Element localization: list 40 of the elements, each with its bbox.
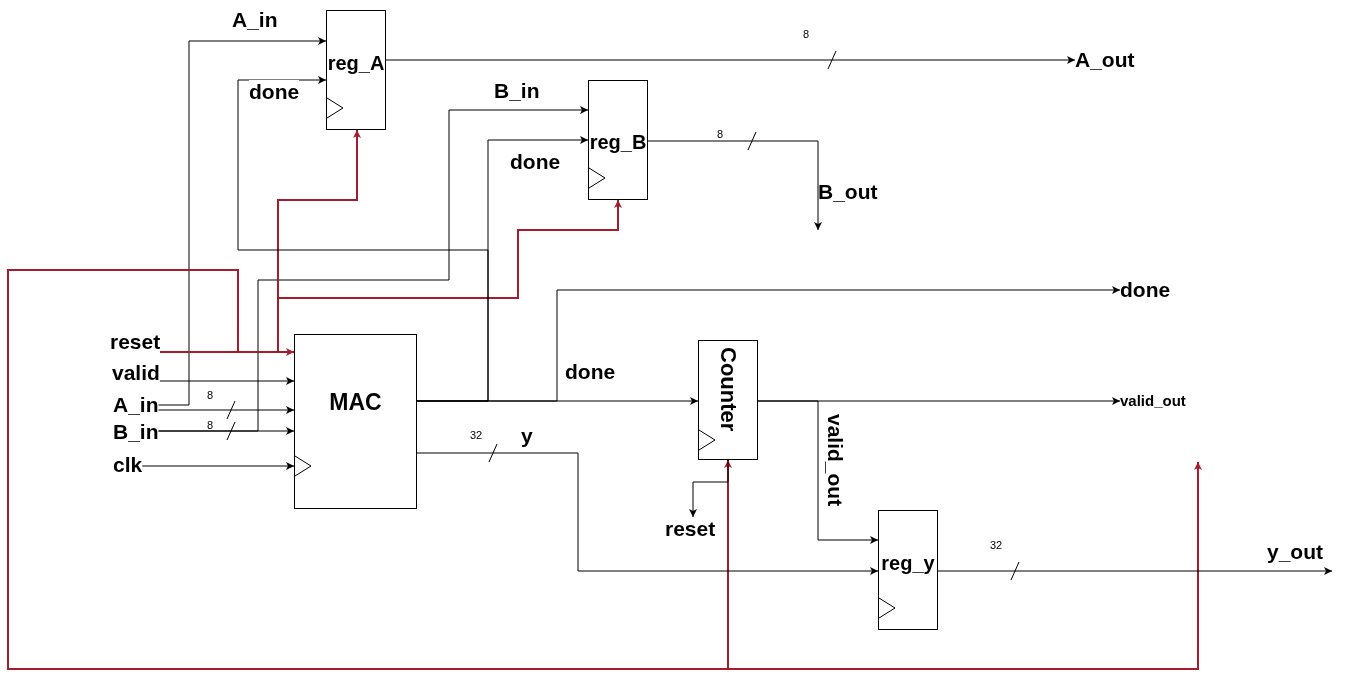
bus-width-label: 32 [470, 429, 483, 441]
block-label: MAC [328, 391, 383, 413]
arrow [647, 140, 822, 231]
signal-label: clk [113, 453, 143, 477]
arrow [416, 452, 879, 575]
arrow [158, 37, 327, 406]
signal-label: valid [112, 361, 160, 385]
arrow [158, 427, 295, 435]
arrow [689, 459, 729, 518]
block-label: Counter [717, 347, 739, 432]
arrow [937, 567, 1333, 575]
arrow [7, 269, 1202, 670]
signal-label: done [1120, 278, 1171, 302]
arrow [757, 400, 879, 544]
arrow [141, 462, 295, 470]
signal-label: A_out [1075, 48, 1135, 72]
signal-label: A_in [113, 393, 159, 417]
signal-label: B_out [801, 180, 878, 230]
block-label: reg_B [589, 131, 647, 153]
signal-label: valid_out [1120, 390, 1186, 412]
signal-label: reset [665, 517, 716, 541]
mac-block [294, 334, 417, 509]
arrow [416, 286, 1121, 402]
register-box [326, 10, 386, 130]
signal-label: B_in [113, 420, 159, 444]
block-label: reg_A [327, 52, 385, 74]
block-label: reg_y [880, 552, 936, 574]
counter-box [698, 340, 758, 460]
bus-width-label: 8 [803, 28, 810, 40]
signal-label: reset [110, 330, 161, 354]
arrow [385, 56, 1076, 64]
bus-width-label: 8 [207, 419, 214, 431]
arrow [158, 406, 295, 414]
bus-width-label: 8 [207, 389, 214, 401]
register-box [588, 80, 648, 200]
bus-width-label: 8 [717, 128, 724, 140]
arrow [159, 377, 295, 385]
bus-width-label: 32 [990, 539, 1003, 551]
register-box [878, 510, 938, 630]
signal-label: y_out [1267, 540, 1332, 572]
